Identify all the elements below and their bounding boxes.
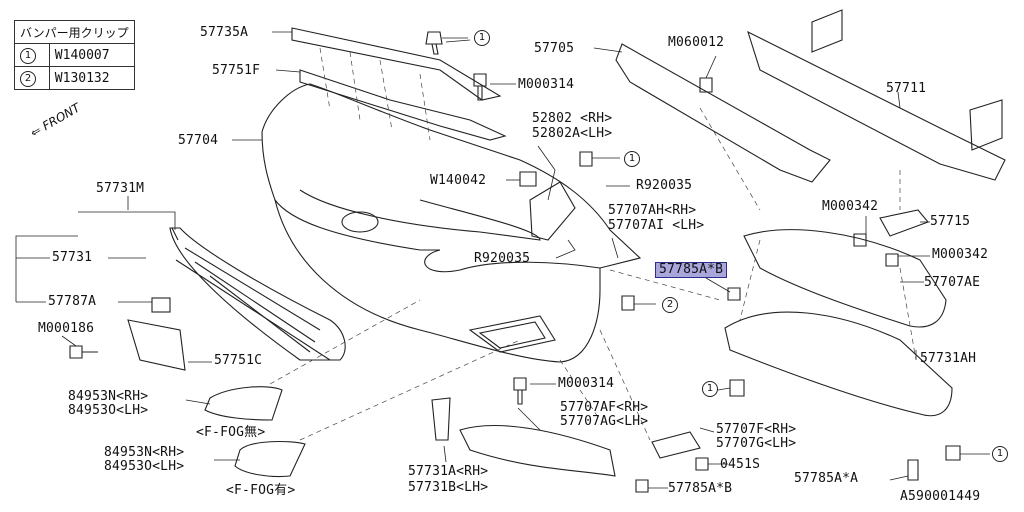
fog-cover-2	[234, 441, 306, 478]
clip-legend: バンパー用クリップ 1 W140007 2 W130132	[14, 20, 135, 90]
label-57707AI[interactable]: 57707AI <LH>	[608, 218, 705, 233]
clip-1-right	[945, 445, 961, 461]
label-57707AH[interactable]: 57707AH<RH>	[608, 203, 697, 218]
label-R920035-a[interactable]: R920035	[636, 178, 693, 193]
clip-W140042	[519, 171, 537, 187]
beam-bracket-r	[969, 99, 1003, 151]
bumper-cover-57704	[261, 83, 642, 273]
label-52802A[interactable]: 52802A<LH>	[532, 126, 613, 141]
fog-opening	[468, 315, 556, 353]
bracket-52802	[529, 181, 576, 241]
clip-1-mid	[579, 151, 593, 167]
label-57751F[interactable]: 57751F	[212, 63, 261, 78]
undercover-57731AH	[724, 311, 953, 417]
label-M000314-mid[interactable]: M000314	[558, 376, 615, 391]
label-57731AH[interactable]: 57731AH	[920, 351, 977, 366]
legend-number-2: 2	[20, 70, 36, 87]
beam-57711	[747, 30, 1006, 181]
side-57731A	[431, 397, 451, 441]
label-fog-with: <F-FOG有>	[226, 483, 296, 498]
label-52802[interactable]: 52802 <RH>	[532, 111, 613, 126]
label-M000342-a[interactable]: M000342	[822, 199, 879, 214]
label-57787A[interactable]: 57787A	[48, 294, 97, 309]
label-0451S[interactable]: 0451S	[720, 457, 761, 472]
label-M000186[interactable]: M000186	[38, 321, 95, 336]
clip-57785AA	[907, 459, 919, 481]
clip-57787A	[151, 297, 171, 313]
label-M000314-top[interactable]: M000314	[518, 77, 575, 92]
label-57707F[interactable]: 57707F<RH>	[716, 422, 797, 437]
label-84953O-b[interactable]: 84953O<LH>	[104, 459, 185, 474]
label-M060012[interactable]: M060012	[668, 35, 725, 50]
bolt-57785AB	[635, 479, 649, 493]
label-57715[interactable]: 57715	[930, 214, 971, 229]
label-57785AA[interactable]: 57785A*A	[794, 471, 859, 486]
bolt-M060012	[699, 77, 713, 93]
label-fog-none: <F-FOG無>	[196, 425, 266, 440]
fog-cover-1	[204, 386, 283, 421]
label-57705[interactable]: 57705	[534, 41, 575, 56]
grille-frame	[171, 227, 331, 361]
label-57707AE[interactable]: 57707AE	[924, 275, 981, 290]
legend-code-1: W140007	[48, 43, 135, 67]
grille-57731M	[169, 227, 346, 361]
callout-1-lower: 1	[702, 381, 718, 397]
bolt-M000314-mid	[513, 377, 527, 405]
absorber-57705	[615, 43, 831, 183]
bolt-M000314-top	[473, 73, 487, 101]
grille-slats	[184, 247, 321, 353]
callout-1-right: 1	[992, 446, 1008, 462]
bumper-lower-57704	[274, 199, 601, 363]
label-57731A[interactable]: 57731A<RH>	[408, 464, 489, 479]
bolt-M000342-a	[853, 233, 867, 247]
label-57707G[interactable]: 57707G<LH>	[716, 436, 797, 451]
clip-top	[425, 31, 443, 55]
label-57731B[interactable]: 57731B<LH>	[408, 480, 489, 495]
label-57711[interactable]: 57711	[886, 81, 927, 96]
label-57707AF[interactable]: 57707AF<RH>	[560, 400, 649, 415]
label-57704[interactable]: 57704	[178, 133, 219, 148]
label-57731[interactable]: 57731	[52, 250, 93, 265]
label-R920035-b[interactable]: R920035	[474, 251, 531, 266]
label-84953N-a[interactable]: 84953N<RH>	[68, 389, 149, 404]
label-M000342-b[interactable]: M000342	[932, 247, 989, 262]
bracket-57751C	[127, 319, 186, 371]
label-57707AG[interactable]: 57707AG<LH>	[560, 414, 649, 429]
label-84953N-b[interactable]: 84953N<RH>	[104, 445, 185, 460]
diagram-reference-number: A590001449	[900, 489, 981, 504]
bracket-57707AF	[459, 425, 616, 477]
bolt-M000342-b	[885, 253, 899, 267]
label-57751C[interactable]: 57751C	[214, 353, 263, 368]
bracket-57707F	[651, 431, 701, 459]
label-57735A[interactable]: 57735A	[200, 25, 249, 40]
clip-1-lower	[729, 379, 745, 397]
clip-2	[621, 295, 635, 311]
bolt-0451S	[695, 457, 709, 471]
bumper-emblem-hole	[341, 211, 379, 233]
beam-bracket	[811, 9, 843, 53]
legend-code-2: W130132	[48, 66, 135, 90]
label-57731M[interactable]: 57731M	[96, 181, 145, 196]
label-57785AB-highlighted[interactable]: 57785A*B	[655, 262, 728, 278]
bolt-57785AB-hl	[727, 287, 741, 301]
molding-57751F	[299, 69, 507, 141]
legend-title: バンパー用クリップ	[14, 20, 135, 44]
bracket-57715	[879, 209, 929, 237]
callout-1-mid: 1	[624, 151, 640, 167]
label-84953O-a[interactable]: 84953O<LH>	[68, 403, 149, 418]
label-W140042[interactable]: W140042	[430, 173, 487, 188]
callout-1-top: 1	[474, 30, 490, 46]
callout-2: 2	[662, 297, 678, 313]
undercover-57707AE	[743, 229, 947, 328]
legend-number-1: 1	[20, 47, 36, 64]
bolt-M000186	[69, 345, 98, 359]
fog-opening-inner	[478, 321, 546, 349]
label-57785AB-bottom[interactable]: 57785A*B	[668, 481, 733, 496]
bumper-grille-opening	[299, 189, 541, 241]
